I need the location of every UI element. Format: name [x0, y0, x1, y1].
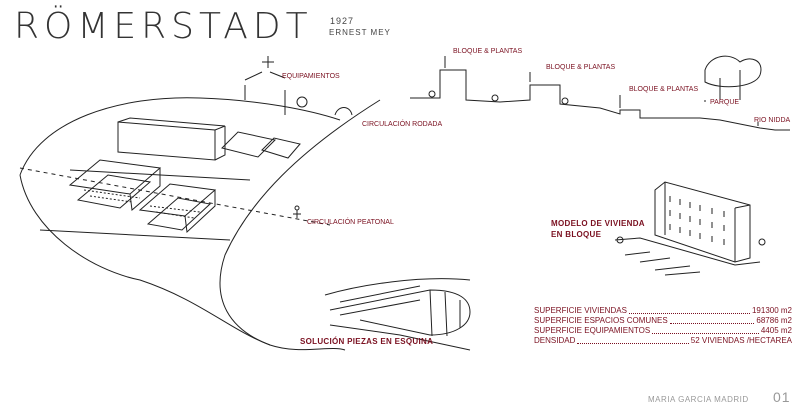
label-bloque-plantas-3: BLOQUE & PLANTAS: [629, 86, 698, 93]
vivienda-block-sketch: [615, 182, 765, 275]
stats-row: SUPERFICIE ESPACIOS COMUNES 68786 m2: [534, 316, 792, 326]
stats-row: SUPERFICIE VIVIENDAS 191300 m2: [534, 306, 792, 316]
stat-value: 52 VIVIENDAS /HECTAREA: [691, 336, 792, 346]
site-plan-sketch: [20, 56, 380, 350]
project-year: 1927: [330, 16, 354, 26]
label-equipamientos: EQUIPAMIENTOS: [282, 73, 340, 80]
stat-label: SUPERFICIE VIVIENDAS: [534, 306, 627, 316]
page-number: 01: [773, 389, 791, 405]
label-solucion-esquina: SOLUCIÓN PIEZAS EN ESQUINA: [300, 337, 433, 346]
label-rio-nidda: RIO NIDDA: [754, 117, 790, 124]
stats-table: SUPERFICIE VIVIENDAS 191300 m2 SUPERFICIE…: [534, 306, 792, 346]
author-name: MARIA GARCIA MADRID: [648, 395, 749, 404]
label-circulacion-peatonal: CIRCULACIÓN PEATONAL: [307, 219, 394, 226]
stats-row: DENSIDAD 52 VIVIENDAS /HECTAREA: [534, 336, 792, 346]
page-title: RÖMERSTADT: [14, 6, 313, 47]
label-bloque-plantas-1: BLOQUE & PLANTAS: [453, 48, 522, 55]
architect-name: ERNEST MEY: [329, 28, 391, 37]
label-parque: PARQUE: [710, 99, 739, 106]
label-bloque-plantas-2: BLOQUE & PLANTAS: [546, 64, 615, 71]
stats-row: SUPERFICIE EQUIPAMIENTOS 4405 m2: [534, 326, 792, 336]
stat-label: SUPERFICIE ESPACIOS COMUNES: [534, 316, 668, 326]
stat-value: 4405 m2: [761, 326, 792, 336]
stat-label: DENSIDAD: [534, 336, 575, 346]
stat-value: 191300 m2: [752, 306, 792, 316]
label-circulacion-rodada: CIRCULACIÓN RODADA: [362, 121, 442, 128]
stat-value: 68786 m2: [756, 316, 792, 326]
stat-label: SUPERFICIE EQUIPAMIENTOS: [534, 326, 650, 336]
label-en-bloque: EN BLOQUE: [551, 230, 601, 239]
label-modelo-vivienda: MODELO DE VIVIENDA: [551, 219, 645, 228]
